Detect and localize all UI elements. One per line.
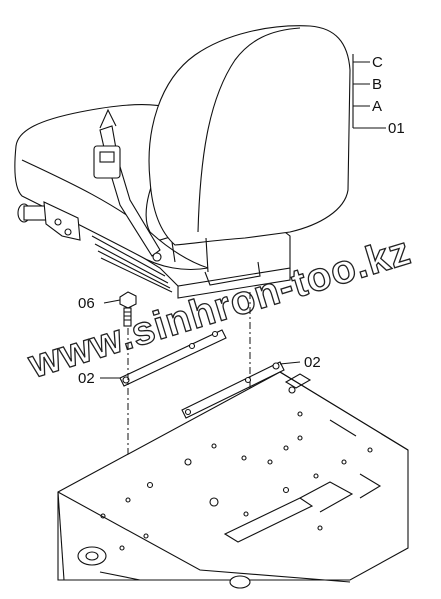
- label-stack: C B A 01: [352, 54, 405, 137]
- label-c: C: [372, 54, 383, 71]
- label-seat: 01: [388, 120, 405, 137]
- seat-assembly: [14, 25, 351, 299]
- bracket-plate-left: [119, 329, 227, 387]
- label-bolt-left: 06: [78, 295, 95, 312]
- seat-adjust-lever: [17, 201, 81, 241]
- mounting-frame: [57, 371, 409, 589]
- label-plate-left: 02: [78, 370, 95, 387]
- label-plate-right: 02: [304, 354, 321, 371]
- seat-backrest: [148, 25, 351, 246]
- bolt-left: [119, 291, 137, 327]
- bracket-plate-right: [181, 361, 285, 419]
- label-a: A: [372, 98, 382, 115]
- label-b: B: [372, 76, 382, 93]
